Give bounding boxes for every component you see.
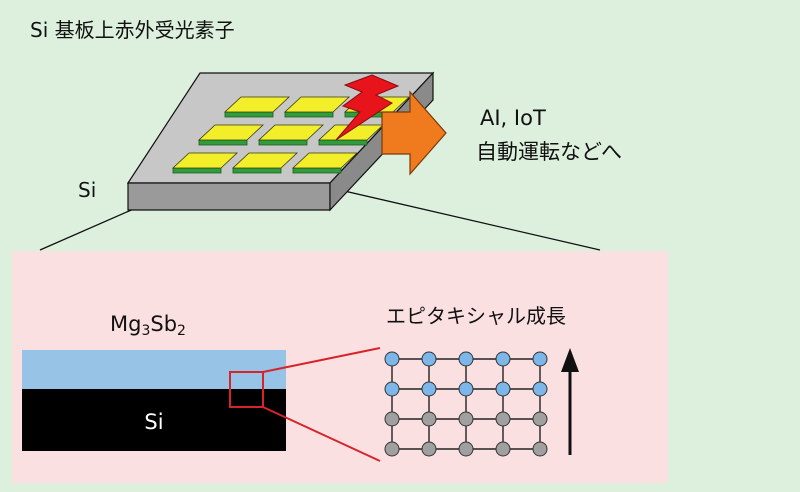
growth-arrow-icon [561,348,579,372]
epitaxial-growth-label: エピタキシャル成長 [386,304,566,328]
pixel-top [223,96,291,113]
film-atom [458,381,474,397]
film-label-sb: Sb [150,312,178,336]
application-label-ai-iot: AI, IoT [480,106,546,130]
application-label-autonomous: 自動運転などへ [476,140,622,164]
film-label-sub1: 3 [141,323,151,339]
diagram-title: Si 基板上赤外受光素子 [30,18,235,42]
pixel-side [284,111,334,118]
film-label-mg: Mg [110,312,142,336]
substrate-label: Si [144,410,163,434]
film-atom [495,381,511,397]
lightning-icon [335,74,400,141]
pixel-top [283,96,351,113]
pixel-top [317,124,385,141]
pixel-side [292,167,342,174]
film-atom [458,351,474,367]
substrate-atom [495,441,511,457]
substrate-atom [421,441,437,457]
substrate-atom [458,411,474,427]
zoom-line-bottom [262,406,381,462]
film-atom [532,381,548,397]
substrate-atom [495,411,511,427]
film-label-sub2: 2 [177,323,186,339]
film-atom [384,381,400,397]
film-atom [495,351,511,367]
substrate-atom [384,441,400,457]
film-layer [22,350,286,389]
pixel-side [232,167,282,174]
substrate-atom [421,411,437,427]
pixel-side [172,167,222,174]
pixel-top [197,124,265,141]
film-material-label: Mg3Sb2 [110,312,186,339]
substrate-atom [458,441,474,457]
film-atom [532,351,548,367]
lattice-grid [384,351,548,457]
pixel-side [224,111,274,118]
pixel-side [198,139,248,146]
pixel-side [318,139,368,146]
pixel-side [258,139,308,146]
substrate-atom [532,441,548,457]
substrate-atom [532,411,548,427]
film-atom [421,351,437,367]
film-atom [384,351,400,367]
pixel-top [291,152,359,169]
substrate-atom [384,411,400,427]
si-substrate-label: Si [78,178,97,202]
zoom-line-top [262,347,381,373]
zoom-box [229,371,264,408]
pixel-top [171,152,239,169]
pixel-top [231,152,299,169]
slab-front [127,182,331,211]
substrate-layer [22,389,286,451]
arrow-right-icon [381,90,447,176]
film-atom [421,381,437,397]
pixel-top [257,124,325,141]
